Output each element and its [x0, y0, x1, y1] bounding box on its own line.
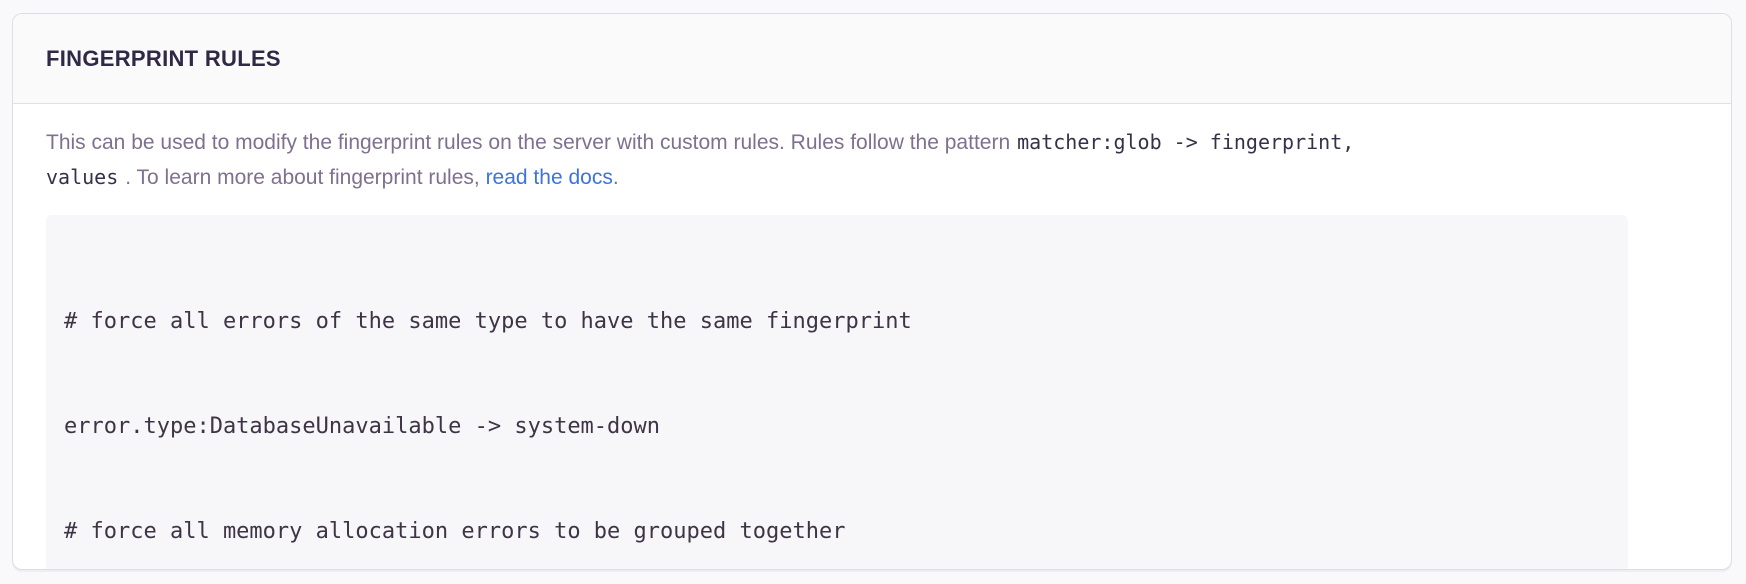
description-suffix: .: [612, 166, 619, 189]
panel-title: FINGERPRINT RULES: [46, 45, 281, 71]
example-rules-block: # force all errors of the same type to h…: [46, 215, 1628, 569]
example-rule-1: error.type:DatabaseUnavailable -> system…: [64, 414, 661, 439]
field-description: This can be used to modify the fingerpri…: [46, 125, 1698, 195]
fingerprint-rules-panel: FINGERPRINT RULES This can be used to mo…: [12, 13, 1732, 570]
example-rule-comment-2: # force all memory allocation errors to …: [64, 519, 846, 544]
pattern-code-part1: matcher:glob -> fingerprint,: [1017, 130, 1355, 154]
panel-body: This can be used to modify the fingerpri…: [13, 104, 1731, 569]
read-the-docs-link[interactable]: read the docs: [485, 166, 613, 189]
description-intro: This can be used to modify the fingerpri…: [46, 131, 1011, 154]
description-middle: . To learn more about fingerprint rules,: [125, 166, 486, 189]
example-rule-comment-1: # force all errors of the same type to h…: [64, 309, 912, 334]
pattern-code-part2: values: [46, 165, 119, 189]
panel-header: FINGERPRINT RULES: [13, 14, 1731, 104]
